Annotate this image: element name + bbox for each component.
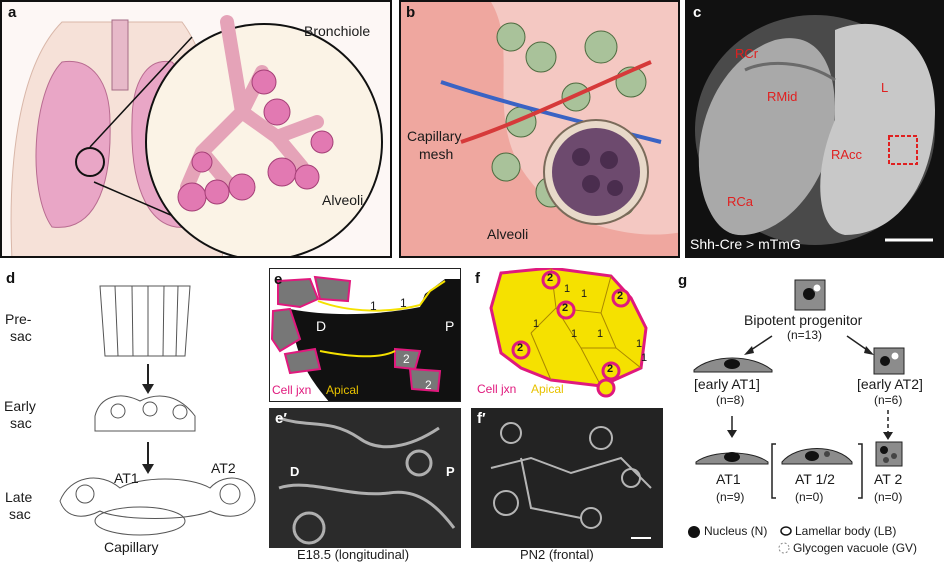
number-e-2b: 2 [425,378,432,392]
label-capillary-mesh-2: mesh [419,146,454,162]
stage-early-2: sac [10,415,32,431]
panel-letter-e-prime: e′ [275,410,287,427]
label-e-p: P [445,318,455,334]
label-l: L [881,80,889,95]
at1-label: AT1 [716,471,741,487]
stage-presac-2: sac [10,328,32,344]
at2-count: (n=0) [874,490,903,504]
legend-f-cell-jxn: Cell jxn [477,382,517,396]
panel-c: c RCr RMid L RAcc RCa Shh-Cre > mTmG [685,0,944,258]
legend-e-cell-jxn: Cell jxn [272,383,312,397]
number-f-10: 1 [641,352,648,364]
number-f-1: 1 [564,283,571,295]
number-f-11: 2 [607,363,614,375]
label-rmid: RMid [767,89,798,104]
legend-f-apical: Apical [531,382,564,396]
lung-fluorescence-image [695,15,935,245]
sacculation-stages-diagram [59,285,256,536]
label-at2: AT2 [211,460,236,476]
number-e-2a: 2 [403,352,410,366]
label-racc: RAcc [831,147,863,162]
number-f-2: 2 [562,302,569,314]
progenitor-label: Bipotent progenitor [744,312,863,328]
number-f-3: 1 [533,318,540,330]
panel-f-prime: f′ [471,408,663,548]
number-f-9: 1 [636,338,643,350]
epithelium-schematic-f [489,268,648,398]
panel-d: d Pre- sac Early sac Late sac AT1 AT2 Ca… [0,266,262,559]
panel-b: b Capillary mesh Alveoli [399,0,680,258]
label-bronchiole: Bronchiole [304,23,371,39]
number-f-5: 1 [581,288,588,300]
label-alveoli-b: Alveoli [487,226,529,242]
stage-late-1: Late [5,489,33,505]
label-eprime-p: P [446,464,455,479]
number-f-8: 2 [617,290,624,302]
at12-count: (n=0) [795,490,824,504]
label-rca: RCa [727,194,754,209]
panel-letter-e: e [274,271,283,288]
number-f-0: 2 [547,272,554,284]
lung-illustration [10,15,383,256]
label-capillary: Capillary [104,539,159,555]
panel-a: a Bronchiole Alveoli [0,0,392,258]
label-rcr: RCr [735,46,759,61]
panel-letter-f: f [475,270,480,287]
panel-letter-g: g [678,272,688,289]
progenitor-count: (n=13) [787,328,823,342]
micrograph-f-prime [471,408,663,548]
number-e-1a: 1 [370,299,377,313]
panel-e: e D P 1 1 2 2 Cell jxn Apical [269,268,461,402]
epithelium-schematic-e [270,275,460,401]
legend-glycogen: Glycogen vacuole (GV) [793,541,918,555]
panel-f: f 2 1 2 1 2 1 1 1 2 1 1 2 Cell jxn Apica… [471,268,667,402]
label-at1: AT1 [114,470,139,486]
number-f-6: 1 [571,328,578,340]
early-at1-count: (n=8) [716,393,745,407]
lineage-diagram [688,279,905,554]
panel-letter-d: d [6,270,16,287]
early-at1-label: [early AT1] [694,376,760,392]
label-eprime-d: D [290,464,300,479]
label-capillary-mesh-1: Capillary [407,128,462,144]
stage-presac-1: Pre- [5,311,32,327]
stage-late-2: sac [9,506,31,522]
micrograph-e-prime [269,408,461,548]
number-f-4: 2 [517,342,524,354]
legend-lamellar: Lamellar body (LB) [795,524,897,538]
label-alveoli: Alveoli [322,192,364,208]
legend-nucleus: Nucleus (N) [704,524,768,538]
label-e-d: D [316,318,327,334]
legend-e-apical: Apical [326,383,359,397]
panel-letter-a: a [8,4,17,21]
caption-e-prime: E18.5 (longitudinal) [297,547,410,562]
caption-shh-cre: Shh-Cre > mTmG [690,236,801,252]
panel-letter-b: b [406,4,416,21]
early-at2-count: (n=6) [874,393,903,407]
panel-e-prime: e′ D P [269,408,461,548]
at1-count: (n=9) [716,490,745,504]
panel-letter-f-prime: f′ [477,410,486,427]
number-f-7: 1 [597,328,604,340]
early-at2-label: [early AT2] [857,376,923,392]
panel-letter-c: c [693,4,702,21]
number-e-1b: 1 [400,296,407,310]
alveoli-capillary-illustration [401,2,678,256]
at12-label: AT 1/2 [795,471,835,487]
caption-f-prime: PN2 (frontal) [520,547,594,562]
stage-early-1: Early [4,398,36,414]
panel-g: g Bipotent progenitor (n=13) [early AT1]… [672,266,944,559]
at2-label: AT 2 [874,471,903,487]
